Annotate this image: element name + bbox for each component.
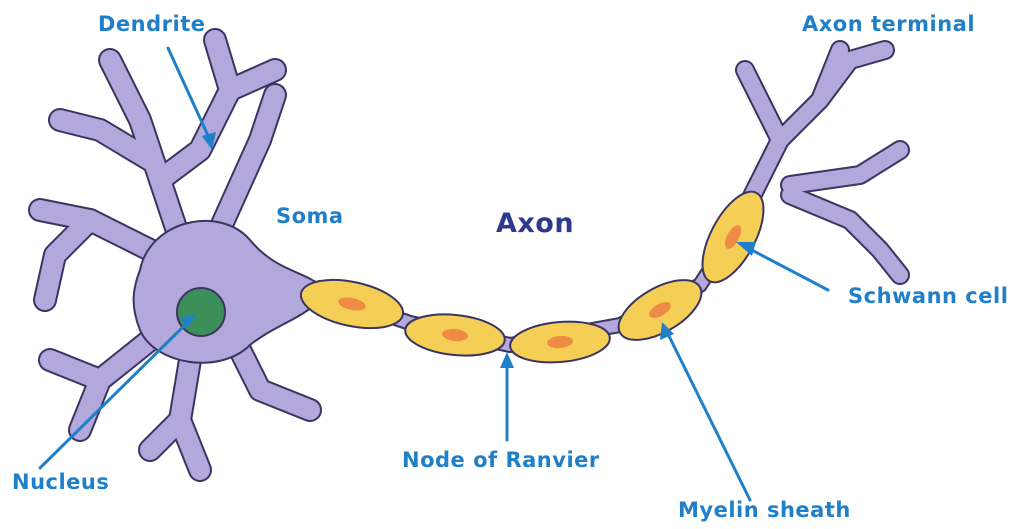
nucleus-pointer bbox=[40, 314, 196, 468]
schwann-cell-pointer bbox=[736, 242, 828, 290]
nucleus-shape bbox=[177, 288, 225, 336]
axon-terminal-label: Axon terminal bbox=[802, 12, 975, 36]
soma-label: Soma bbox=[276, 204, 344, 228]
myelin-sheath-label: Myelin sheath bbox=[678, 498, 851, 522]
schwann-cell-label: Schwann cell bbox=[848, 284, 1008, 308]
node-of-ranvier-pointer bbox=[500, 352, 514, 440]
nucleus-label: Nucleus bbox=[12, 470, 109, 494]
neuron bbox=[40, 40, 900, 470]
axon-label: Axon bbox=[496, 208, 574, 239]
dendrite-pointer bbox=[168, 48, 216, 150]
dendrite-label: Dendrite bbox=[98, 12, 206, 36]
myelin-sheath-pointer bbox=[660, 322, 750, 500]
soma-body bbox=[134, 221, 320, 363]
node-of-ranvier-label: Node of Ranvier bbox=[402, 448, 600, 472]
axon-terminal-branches bbox=[745, 50, 900, 275]
